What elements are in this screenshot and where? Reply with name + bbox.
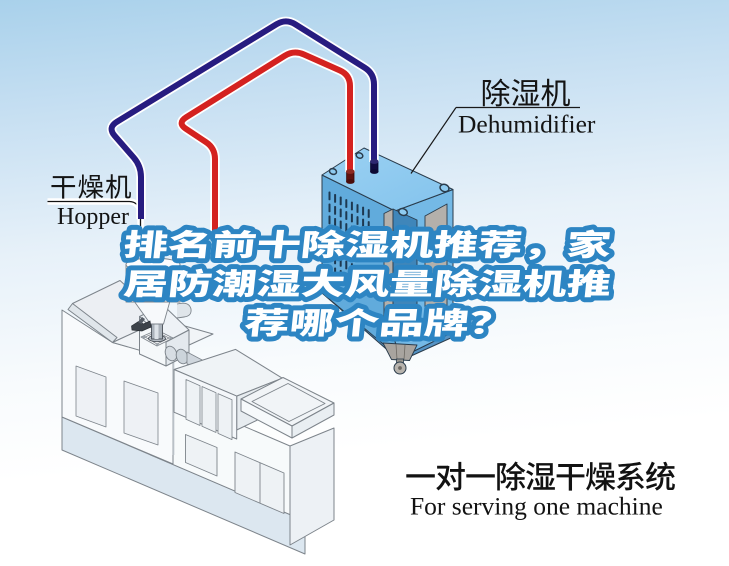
svg-text:Dehumidifier: Dehumidifier: [458, 110, 596, 139]
svg-text:For serving one machine: For serving one machine: [410, 492, 663, 521]
svg-text:Hopper: Hopper: [57, 204, 129, 230]
